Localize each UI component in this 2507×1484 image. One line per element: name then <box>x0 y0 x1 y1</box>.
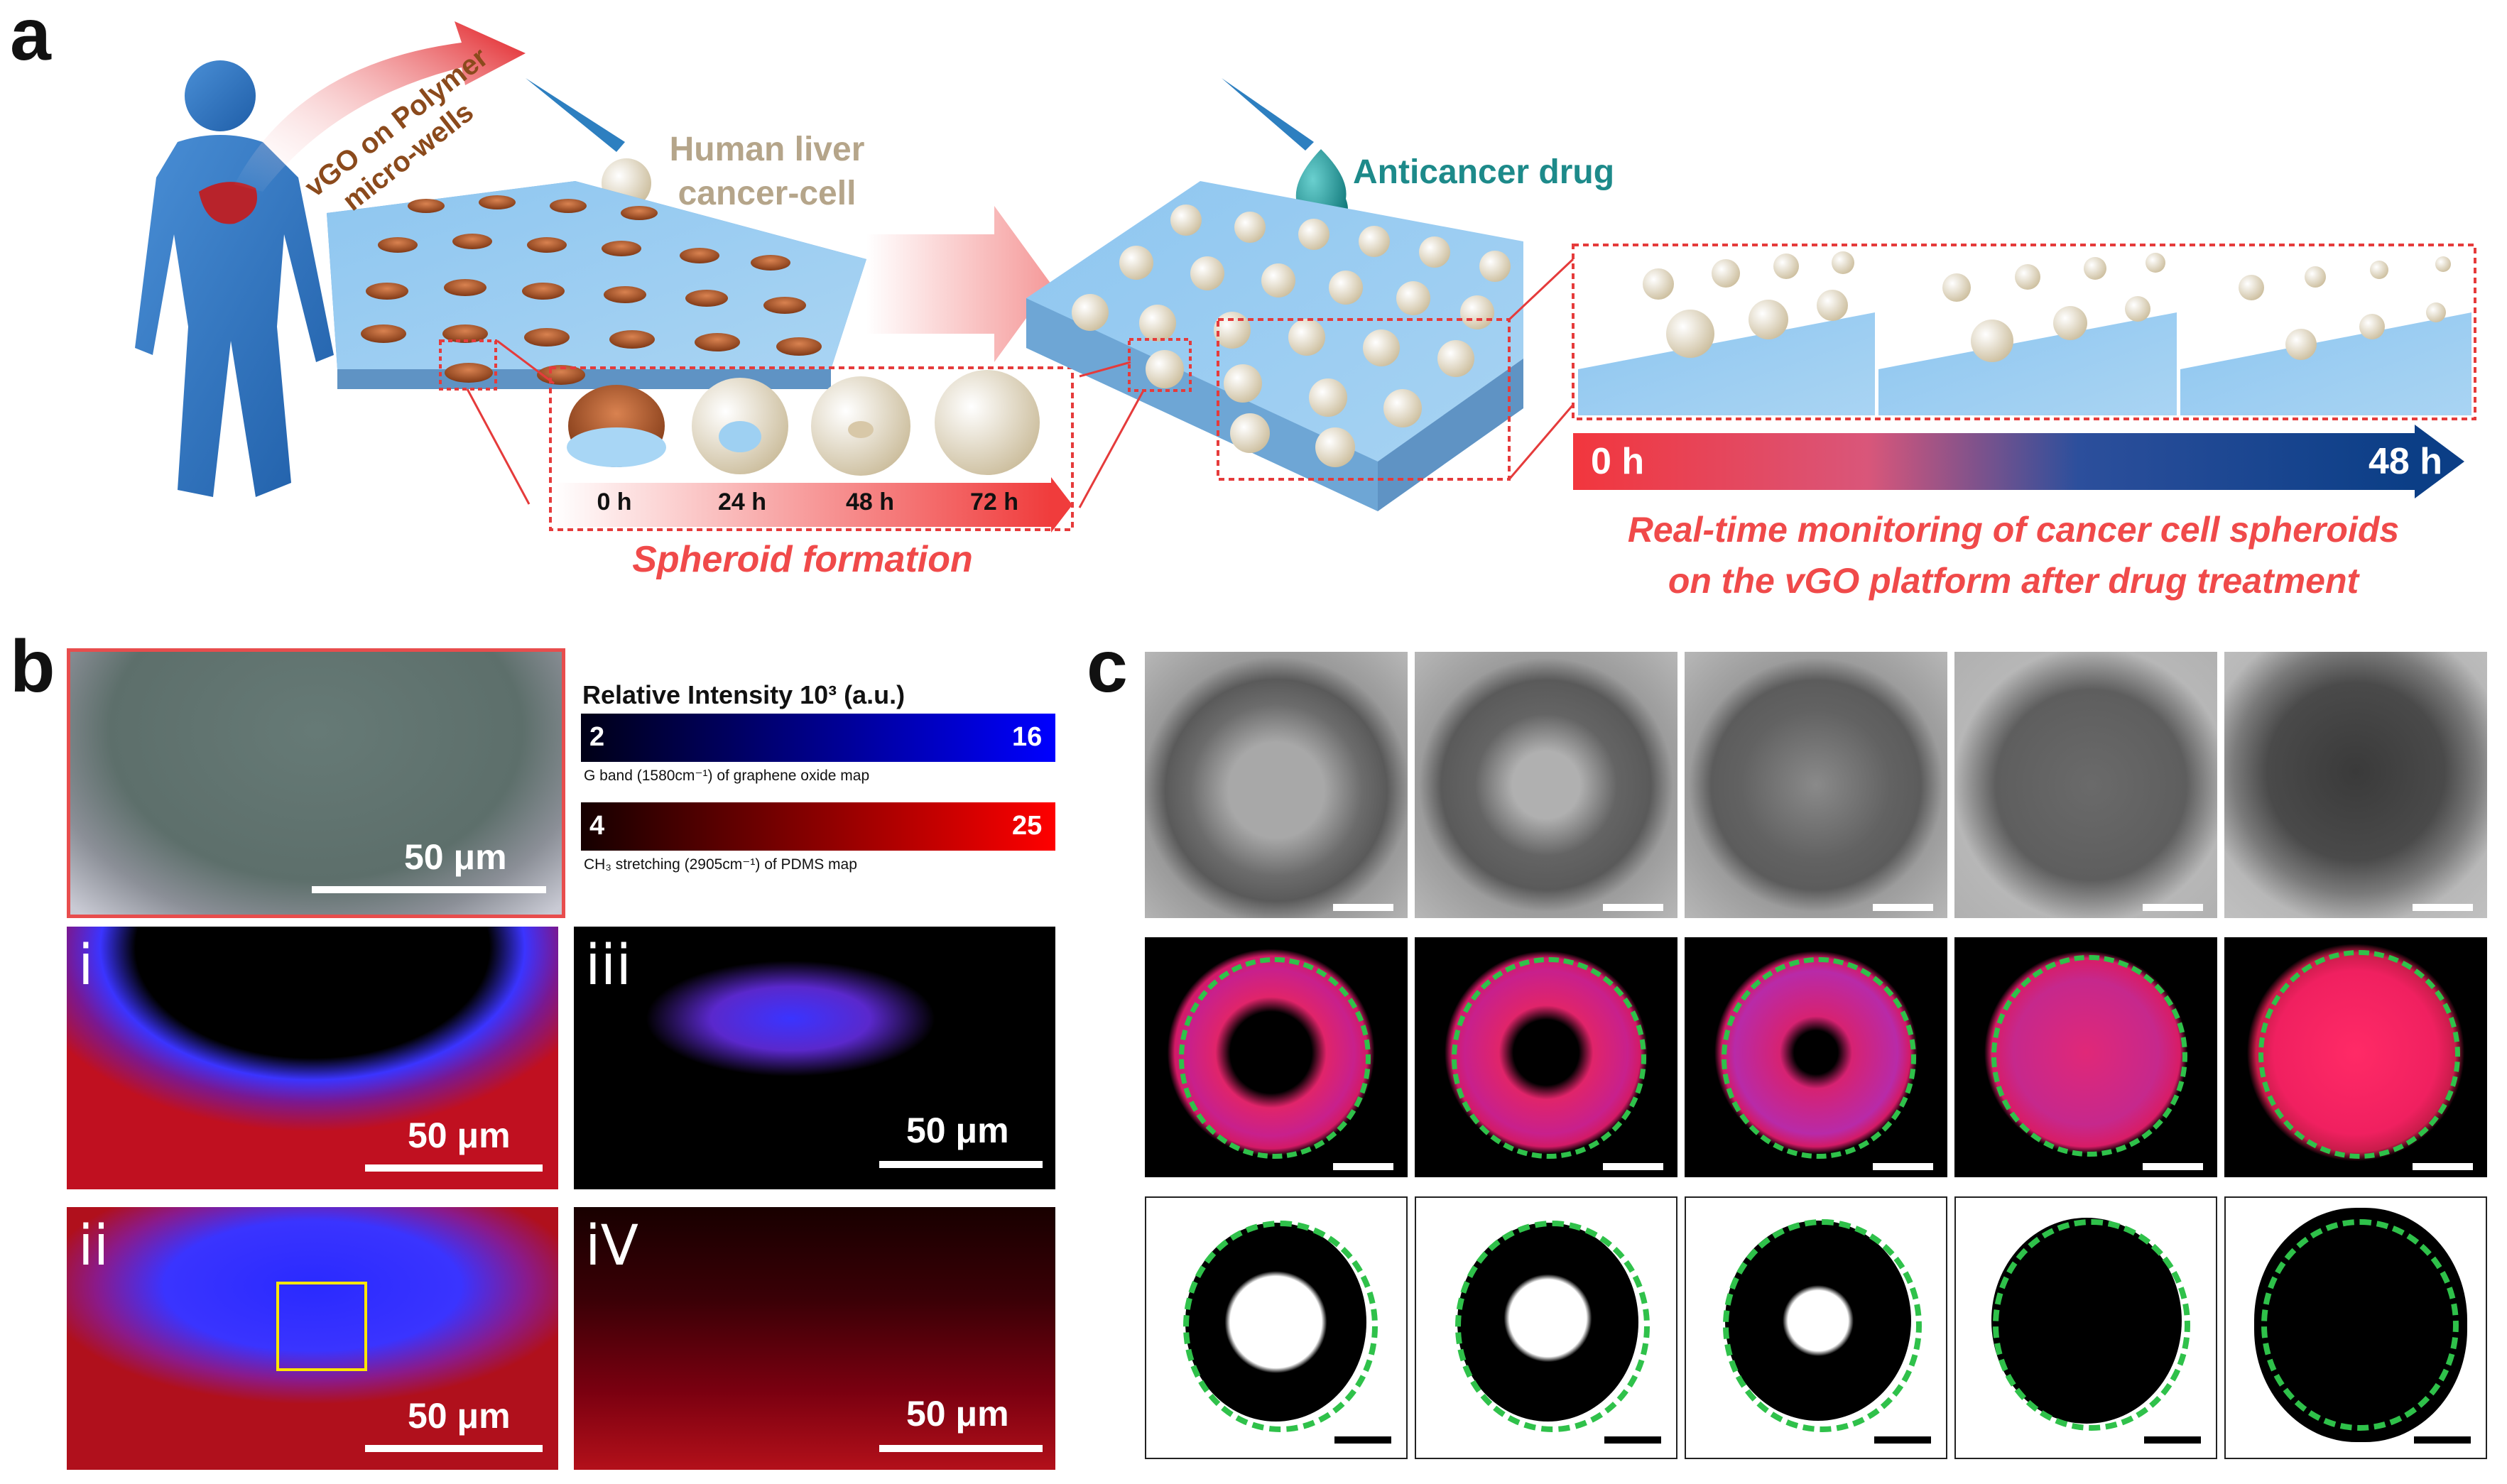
scale-label-iii: 50 μm <box>906 1111 1009 1150</box>
formation-time-72: 72 h <box>969 489 1019 515</box>
formation-time-48: 48 h <box>845 489 895 515</box>
formation-stages <box>567 370 1040 476</box>
spheroid-outline <box>1183 1221 1378 1432</box>
spheroid-outline <box>1452 957 1646 1159</box>
cell-label-line2: cancer-cell <box>678 175 856 212</box>
fluorescence-image-2 <box>1415 937 1677 1177</box>
formation-time-24: 24 h <box>717 489 767 515</box>
spheroid-outline <box>1723 1219 1922 1432</box>
scale-bar-fl-2 <box>1603 1163 1663 1170</box>
sublabel-iv: iV <box>585 1214 639 1278</box>
scale-bar-ii <box>365 1445 543 1452</box>
spheroid-outline <box>2261 1219 2459 1431</box>
scale-bar-i <box>365 1164 543 1172</box>
scale-bar-iv <box>879 1445 1043 1452</box>
scale-bar-bf-5 <box>2413 904 2473 911</box>
spheroid-outline <box>1722 957 1916 1159</box>
scale-bar-mask-5 <box>2414 1436 2471 1444</box>
human-figure-icon <box>135 60 334 497</box>
scale-bar-fl-5 <box>2413 1163 2473 1170</box>
timeline-end-label: 48 h <box>2369 441 2443 482</box>
brightfield-image-3 <box>1685 652 1947 918</box>
sublabel-ii: ii <box>78 1214 109 1278</box>
brightfield-image-4 <box>1954 652 2217 918</box>
scale-bar-mask-4 <box>2144 1436 2201 1444</box>
raman-map-i: i 50 μm <box>67 927 558 1189</box>
scale-bar-fl-1 <box>1333 1163 1393 1170</box>
colorbar-red-min: 4 <box>589 811 605 841</box>
pipette-icon <box>1222 78 1314 151</box>
scale-bar-mask-2 <box>1604 1436 1661 1444</box>
optical-microscope-image: 50 μm <box>67 648 565 918</box>
monitoring-time-bar <box>1573 433 2415 490</box>
scale-bar-bf-3 <box>1873 904 1933 911</box>
transfer-arrow-icon <box>866 206 1051 362</box>
spheroid-outline <box>1993 1219 2190 1431</box>
brightfield-image-1 <box>1145 652 1408 918</box>
sublabel-i: i <box>78 934 94 998</box>
sublabel-iii: iii <box>585 934 632 998</box>
panel-a-illustration <box>135 21 2476 533</box>
curved-arrow-icon <box>234 21 526 192</box>
microwell-holes <box>361 195 822 385</box>
spheroid-outline <box>1455 1221 1650 1432</box>
brightfield-image-2 <box>1415 652 1677 918</box>
formation-time-bar <box>554 483 1051 527</box>
monitoring-caption-line1: Real-time monitoring of cancer cell sphe… <box>1627 510 2400 550</box>
colorbar-blue-caption: G band (1580cm⁻¹) of graphene oxide map <box>584 768 870 784</box>
binary-mask-2 <box>1415 1196 1677 1459</box>
cell-label: Human liver cancer-cell <box>660 128 874 216</box>
raman-map-iv: iV 50 μm <box>574 1207 1055 1470</box>
scale-bar-fl-3 <box>1873 1163 1933 1170</box>
binary-mask-4 <box>1954 1196 2217 1459</box>
pipette-icon <box>526 78 625 152</box>
colorbar-blue-max: 16 <box>1012 722 1043 752</box>
scale-bar-iii <box>879 1161 1043 1168</box>
drug-label: Anticancer drug <box>1353 153 1615 191</box>
colorbar-blue-min: 2 <box>589 722 605 752</box>
fluorescence-image-4 <box>1954 937 2217 1177</box>
scale-bar-mask-3 <box>1874 1436 1931 1444</box>
scale-bar-bf-2 <box>1603 904 1663 911</box>
colorbar-title: Relative Intensity 10³ (a.u.) <box>582 680 906 709</box>
binary-mask-5 <box>2224 1196 2487 1459</box>
colorbar-red-caption: CH₃ stretching (2905cm⁻¹) of PDMS map <box>584 856 857 873</box>
colorbar-red-max: 25 <box>1012 811 1043 841</box>
spheroid-outline <box>2258 950 2460 1159</box>
formation-caption: Spheroid formation <box>632 539 973 580</box>
raman-map-iii: iii 50 μm <box>574 927 1055 1189</box>
scale-bar-bf-1 <box>1333 904 1393 911</box>
microwell-plate <box>327 181 866 389</box>
spheroid-outline <box>1179 957 1371 1159</box>
colorbar-blue <box>581 714 1055 762</box>
scale-bar-optical <box>312 886 546 893</box>
fluorescence-image-1 <box>1145 937 1408 1177</box>
binary-mask-1 <box>1145 1196 1408 1459</box>
cell-label-line1: Human liver <box>669 131 865 168</box>
fluorescence-image-5 <box>2224 937 2487 1177</box>
spheroid-dots <box>1072 204 1511 467</box>
scale-bar-fl-4 <box>2143 1163 2203 1170</box>
scale-bar-mask-1 <box>1334 1436 1391 1444</box>
colorbar-red <box>581 802 1055 851</box>
raman-map-ii: ii 50 μm <box>67 1207 558 1470</box>
panel-b-letter: b <box>10 626 55 708</box>
scale-label-ii: 50 μm <box>408 1396 511 1436</box>
binary-mask-3 <box>1685 1196 1947 1459</box>
panel-c-letter: c <box>1087 626 1128 708</box>
monitoring-frames <box>1578 250 2471 415</box>
scale-label-iv: 50 μm <box>906 1394 1009 1434</box>
brightfield-image-5 <box>2224 652 2487 918</box>
fluorescence-image-3 <box>1685 937 1947 1177</box>
monitoring-caption-line2: on the vGO platform after drug treatment <box>1668 561 2359 601</box>
scale-bar-bf-4 <box>2143 904 2203 911</box>
region-of-interest-box <box>276 1282 367 1371</box>
formation-time-0: 0 h <box>597 489 632 515</box>
scale-label-i: 50 μm <box>408 1115 511 1155</box>
scale-label-optical: 50 μm <box>404 837 507 877</box>
panel-a-letter: a <box>10 0 51 76</box>
monitoring-caption: Real-time monitoring of cancer cell sphe… <box>1527 504 2500 606</box>
timeline-start-label: 0 h <box>1591 441 1645 482</box>
spheroid-outline <box>1991 955 2187 1157</box>
